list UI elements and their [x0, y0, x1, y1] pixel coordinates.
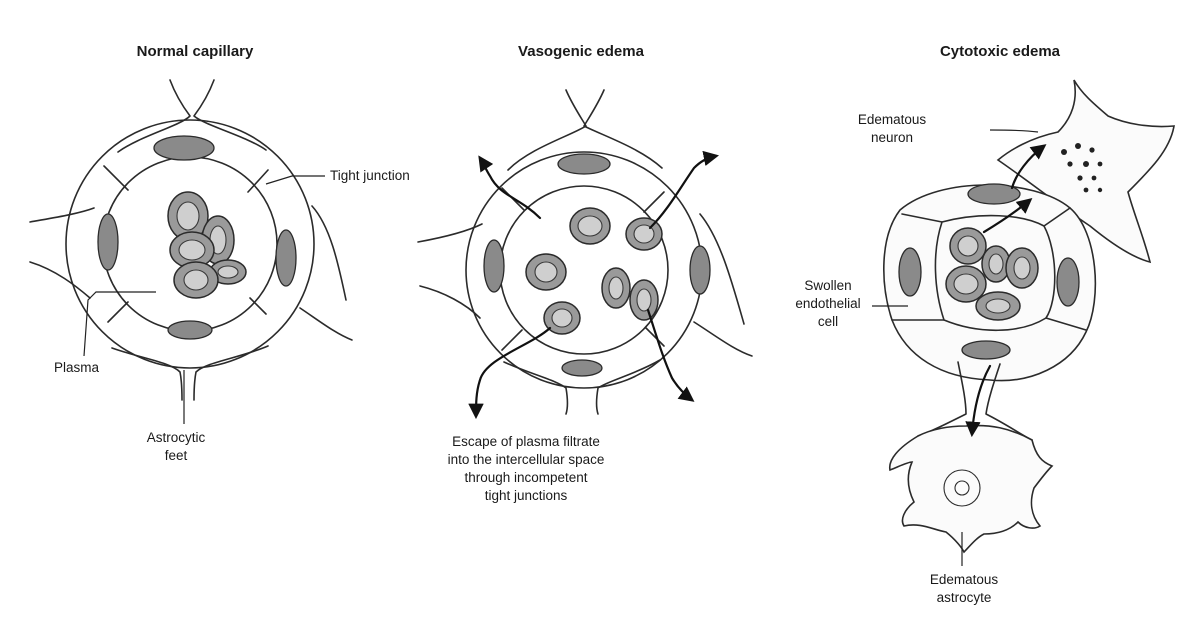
label-astrocytic-feet-line1: Astrocytic	[147, 430, 206, 445]
red-blood-cells	[168, 192, 246, 298]
panel-normal-capillary: Normal capillary	[30, 43, 410, 463]
labels: Escape of plasma filtrate into the inter…	[448, 434, 605, 503]
label-plasma: Plasma	[54, 360, 100, 375]
panel-title: Normal capillary	[137, 43, 254, 60]
label-swollen-cell-line3: cell	[818, 314, 838, 329]
label-swollen-cell-line1: Swollen	[804, 278, 851, 293]
label-edematous-neuron-line1: Edematous	[858, 112, 927, 127]
red-blood-cells	[526, 208, 662, 334]
caption-line4: tight junctions	[485, 488, 568, 503]
label-swollen-cell-line2: endothelial	[795, 296, 860, 311]
panel-title: Vasogenic edema	[518, 43, 645, 60]
panel-title: Cytotoxic edema	[940, 43, 1061, 60]
label-tight-junction: Tight junction	[330, 168, 410, 183]
label-edematous-neuron-line2: neuron	[871, 130, 913, 145]
caption-line2: into the intercellular space	[448, 452, 605, 467]
panel-vasogenic-edema: Vasogenic edema	[418, 43, 752, 503]
panel-cytotoxic-edema: Cytotoxic edema	[795, 43, 1174, 605]
labels: Tight junction Plasma Astrocytic feet	[54, 168, 410, 463]
label-edematous-astrocyte-line1: Edematous	[930, 572, 999, 587]
caption-line1: Escape of plasma filtrate	[452, 434, 600, 449]
edematous-astrocyte	[890, 362, 1052, 552]
label-edematous-astrocyte-line2: astrocyte	[937, 590, 992, 605]
plasma-escape-arrows	[476, 156, 716, 416]
caption-line3: through incompetent	[464, 470, 587, 485]
label-astrocytic-feet-line2: feet	[165, 448, 188, 463]
